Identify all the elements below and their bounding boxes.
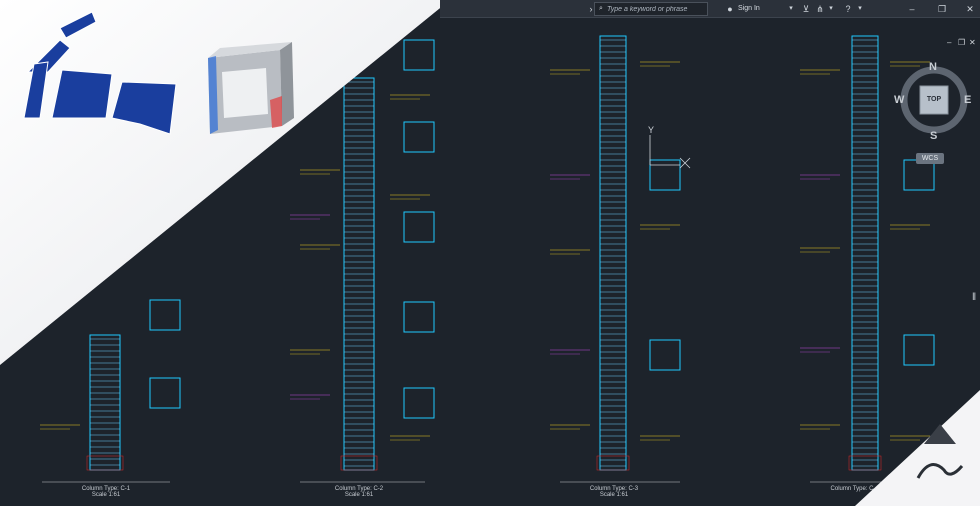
svg-text:Y: Y [648,125,654,135]
compass-south[interactable]: S [930,130,938,142]
footing-bar [596,455,630,471]
column-scale: Scale 1:61 [91,492,121,498]
footing-bar [86,455,124,471]
viewcube[interactable]: N S E W TOP [894,60,974,144]
chevron-down-icon[interactable]: ▾ [858,5,862,12]
search-input[interactable] [607,3,707,15]
wcs-menu[interactable]: WCS [916,153,944,164]
column-title: Column Type: C- [830,486,876,492]
chevron-right-icon[interactable]: › [589,4,593,14]
scroll-handle-icon[interactable]: ‖ [972,292,977,303]
compass-west[interactable]: W [894,94,905,106]
chevron-down-icon[interactable]: ▾ [789,5,793,12]
column-scale: Scale 1:61 [599,492,629,498]
sign-in-button[interactable]: Sign In [738,5,760,12]
chevron-down-icon[interactable]: ▾ [829,5,833,12]
viewport-restore-icon[interactable]: ❐ [958,38,966,47]
ucs-icon [649,135,691,169]
user-icon[interactable]: ● [727,4,733,14]
viewport-minimize-icon[interactable]: – [947,38,952,47]
column-title: Column Type: C-2 [334,486,384,492]
column-title: Column Type: C-3 [589,486,639,492]
column-title: Column Type: C-1 [81,486,131,492]
cart-icon[interactable]: ⊻ [802,4,810,14]
viewport-close-icon[interactable]: ✕ [969,38,976,47]
footing-bar [848,455,882,471]
column-label-c3: Column Type: C-3 Scale 1:61 [569,486,659,498]
restore-icon[interactable]: ❐ [937,4,947,14]
column-scale: Scale 1:61 [344,492,374,498]
column-c3 [560,35,681,483]
close-icon[interactable]: ✕ [966,4,974,14]
search-box[interactable]: ⌕ [594,2,708,16]
column-label-c4: Column Type: C- [808,486,898,492]
minimize-icon[interactable]: – [909,4,915,14]
search-icon: ⌕ [599,5,603,12]
viewcube-ring [900,66,968,134]
column-c1 [42,299,181,483]
compass-north[interactable]: N [929,61,937,73]
compass-east[interactable]: E [964,94,972,106]
network-icon[interactable]: ⋔ [816,4,824,14]
column-label-c2: Column Type: C-2 Scale 1:61 [314,486,404,498]
footing-bar [340,455,378,471]
column-label-c1: Column Type: C-1 Scale 1:61 [61,486,151,498]
title-bar: › [440,0,980,18]
column-c2 [300,39,435,483]
help-icon[interactable]: ? [845,4,851,14]
viewcube-top-face[interactable]: TOP [926,96,942,103]
